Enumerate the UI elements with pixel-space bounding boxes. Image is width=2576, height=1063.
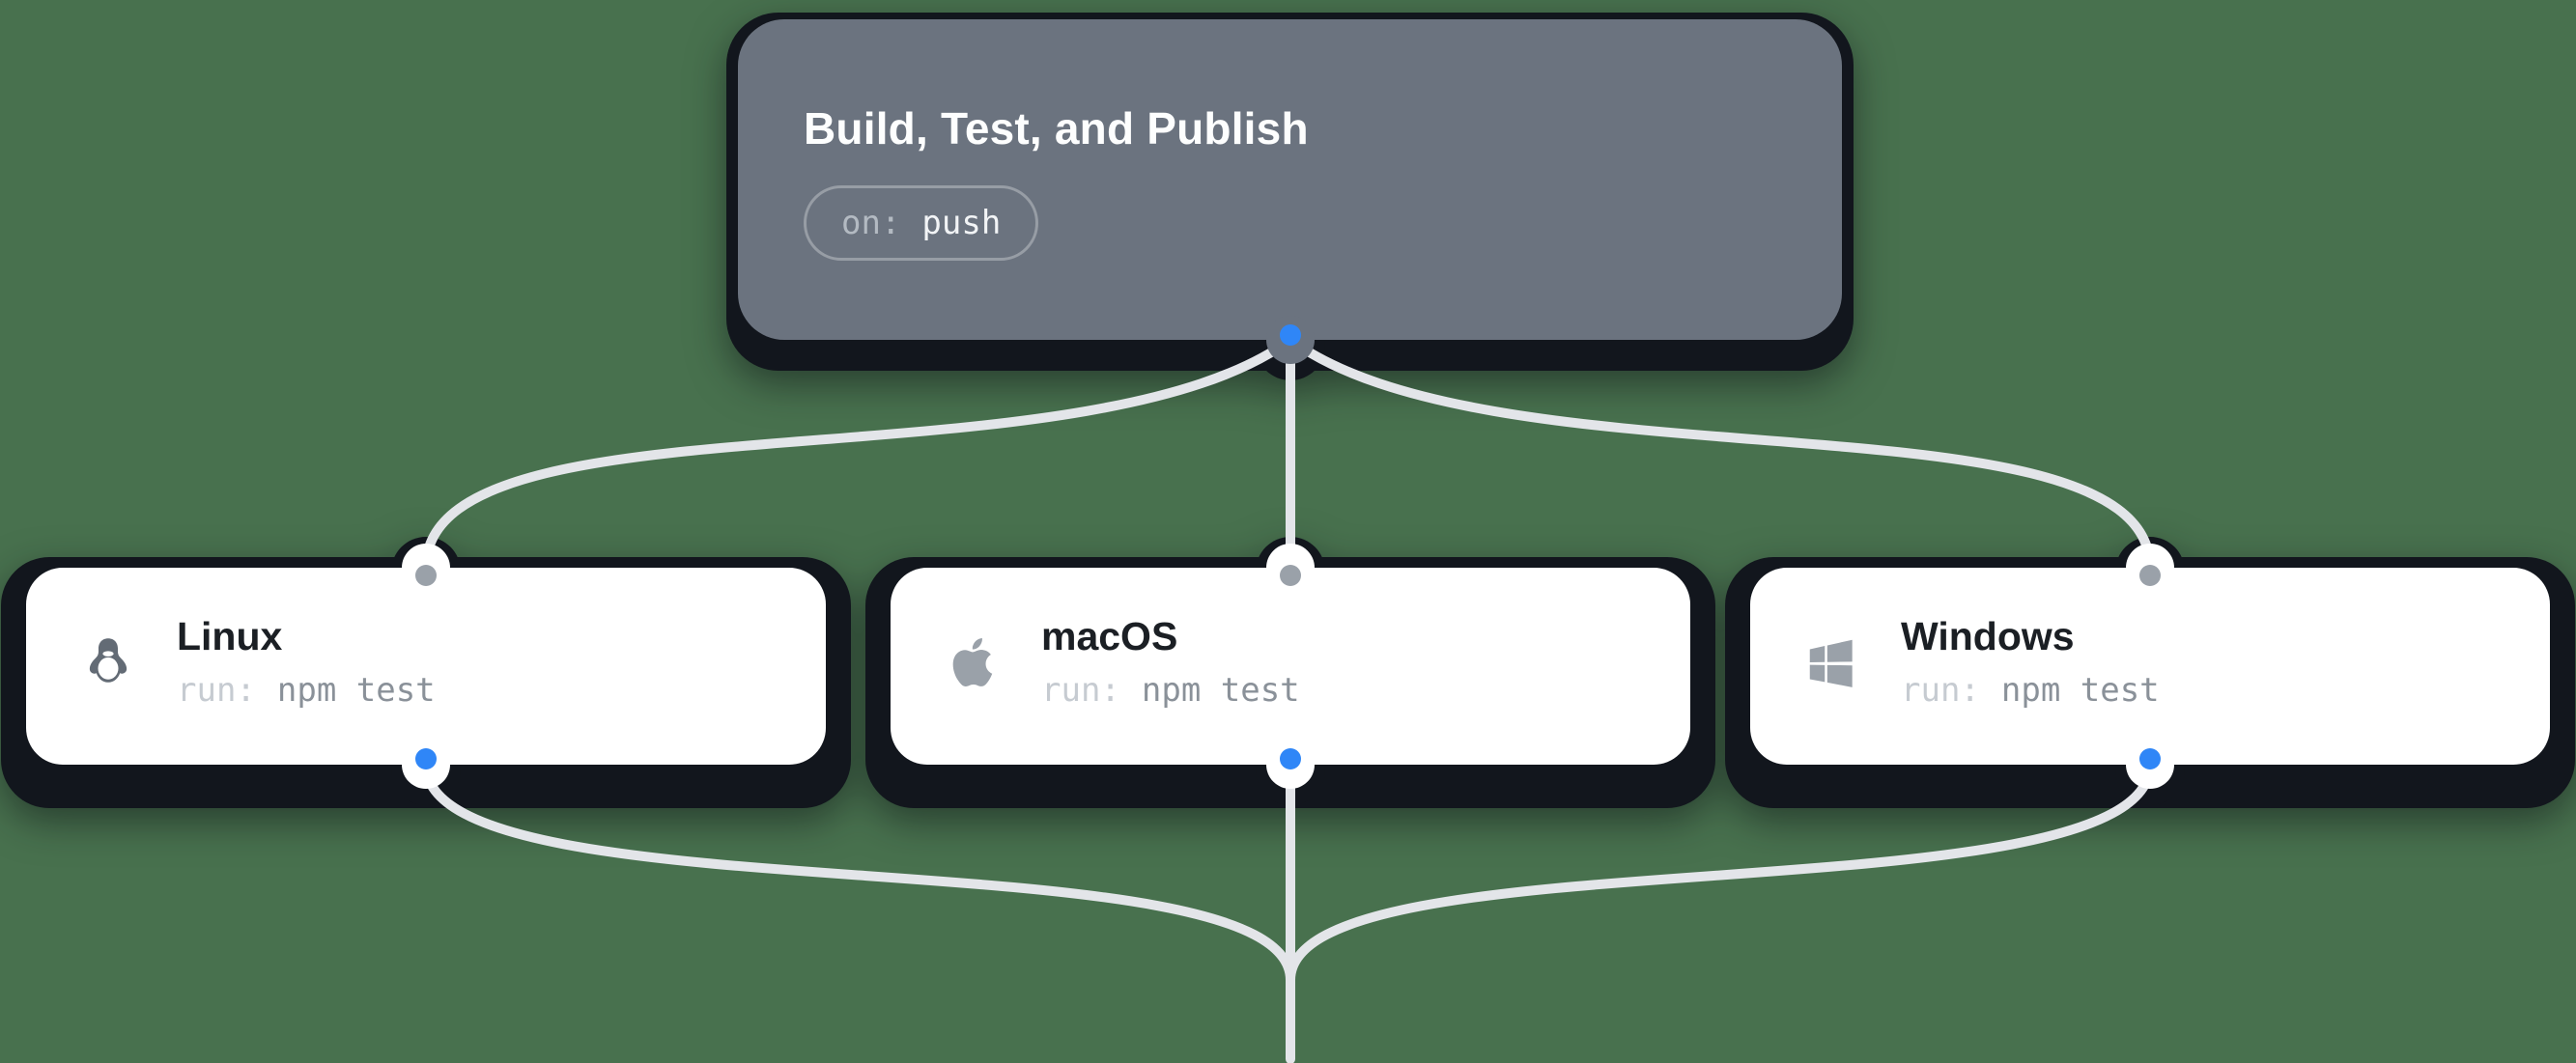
run-command: npm test [1141, 671, 1300, 711]
trigger-event-badge: on: push [804, 185, 1039, 261]
trigger-node[interactable]: Build, Test, and Publish on: push [738, 19, 1842, 340]
trigger-title: Build, Test, and Publish [804, 103, 1309, 154]
edge-windows-downstream [1286, 760, 2155, 985]
run-command: npm test [276, 671, 436, 711]
edge-trigger-windows [1286, 335, 2155, 573]
badge-value: push [921, 204, 1002, 242]
job-node-windows[interactable]: Windows run: npm test [1750, 568, 2550, 765]
job-title: Windows [1901, 613, 2075, 658]
edge-trigger-linux [421, 335, 1295, 573]
badge-prefix: on: [841, 204, 901, 242]
job-run-command: run: npm test [177, 671, 436, 710]
job-node-macos[interactable]: macOS run: npm test [891, 568, 1690, 765]
job-run-command: run: npm test [1901, 671, 2160, 710]
run-prefix: run: [177, 671, 256, 711]
job-title: macOS [1041, 613, 1178, 658]
run-prefix: run: [1901, 671, 1980, 711]
edge-linux-downstream [421, 760, 1295, 985]
windows-icon [1798, 632, 1866, 692]
tux-icon [74, 630, 142, 694]
job-node-linux[interactable]: Linux run: npm test [26, 568, 826, 765]
apple-icon [939, 630, 1006, 694]
job-run-command: run: npm test [1041, 671, 1300, 710]
run-command: npm test [2000, 671, 2160, 711]
run-prefix: run: [1041, 671, 1120, 711]
job-title: Linux [177, 613, 283, 658]
